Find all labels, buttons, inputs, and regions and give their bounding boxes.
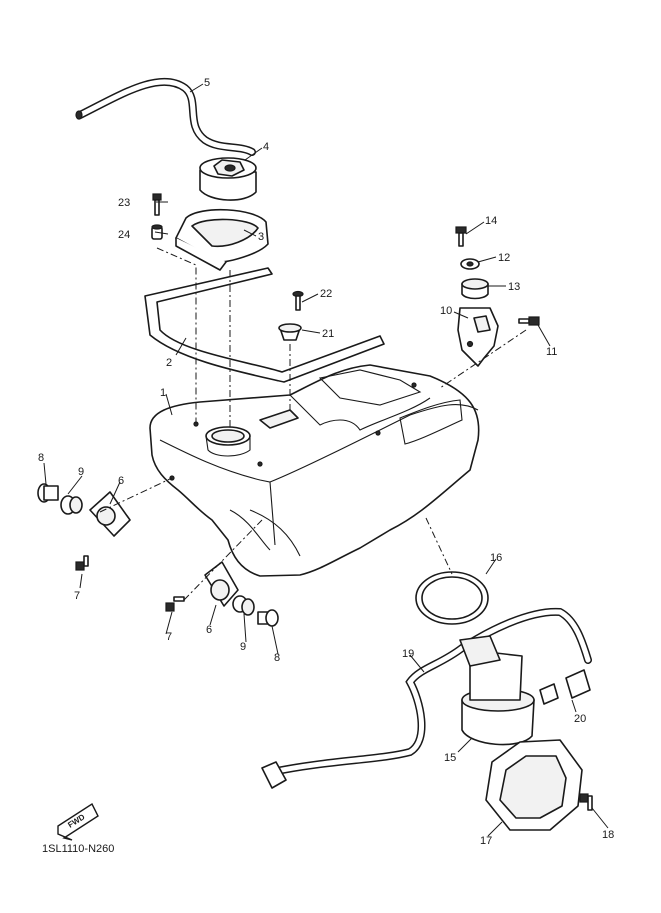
callout-18: 18 [602,829,614,841]
callout-21: 21 [322,328,334,340]
callout-12: 12 [498,252,510,264]
part-10-bracket [457,307,499,367]
callout-3: 3 [258,231,264,243]
part-13-damper [461,278,489,300]
part-4-fuel-cap [199,157,257,201]
part-11-bolt [518,316,540,326]
part-15-fuel-pump [459,635,559,746]
part-20-clamp [565,669,591,699]
part-8-plug-left [37,483,59,503]
part-6-flange-left [89,491,131,537]
callout-16: 16 [490,552,502,564]
part-5-breather-hose [75,77,256,156]
part-3-filler-housing [175,208,269,271]
callout-1: 1 [160,387,166,399]
callout-6-right: 6 [206,624,212,636]
callout-7-right: 7 [166,631,172,643]
part-18-bolt [579,793,593,811]
part-9-seal-left [60,495,83,515]
callout-11: 11 [546,346,557,358]
part-7-bolt-right [165,596,185,612]
callout-24: 24 [118,229,130,241]
part-2-seal-strip [144,267,385,383]
callout-6-left: 6 [118,475,124,487]
callout-23: 23 [118,197,130,209]
part-21-grommet [278,323,302,341]
assembly-lines [99,247,527,601]
callout-15: 15 [444,752,456,764]
leader-lines [43,83,609,837]
part-16-gasket [415,571,489,625]
callout-19: 19 [402,648,414,660]
part-23-bolt [152,193,162,216]
callout-numbers: 5 4 3 23 24 2 1 8 9 6 7 7 6 9 8 14 12 13… [38,77,614,847]
diagram-code: 1SL1110-N260 [42,843,114,855]
part-17-retainer-plate [485,739,583,831]
part-1-fuel-tank [149,364,480,577]
callout-9-right: 9 [240,641,246,653]
part-9-seal-right [232,595,255,616]
part-14-bolt [455,226,467,247]
part-12-washer [460,258,480,270]
part-24-collar [151,224,163,240]
callout-14: 14 [485,215,497,227]
callout-2: 2 [166,357,172,369]
part-8-plug-right [257,609,279,627]
part-7-bolt-left [75,555,89,571]
part-6-flange-right [204,561,239,607]
part-22-screw [292,290,304,311]
callout-4: 4 [263,141,269,153]
callout-5: 5 [204,77,210,89]
fwd-arrow-icon: FWD [57,802,99,841]
callout-8-left: 8 [38,452,44,464]
callout-13: 13 [508,281,520,293]
callout-22: 22 [320,288,332,300]
callout-9-left: 9 [78,466,84,478]
callout-17: 17 [480,835,492,847]
callout-10: 10 [440,305,452,317]
callout-8-right: 8 [274,652,280,664]
callout-7-left: 7 [74,590,80,602]
callout-20: 20 [574,713,586,725]
